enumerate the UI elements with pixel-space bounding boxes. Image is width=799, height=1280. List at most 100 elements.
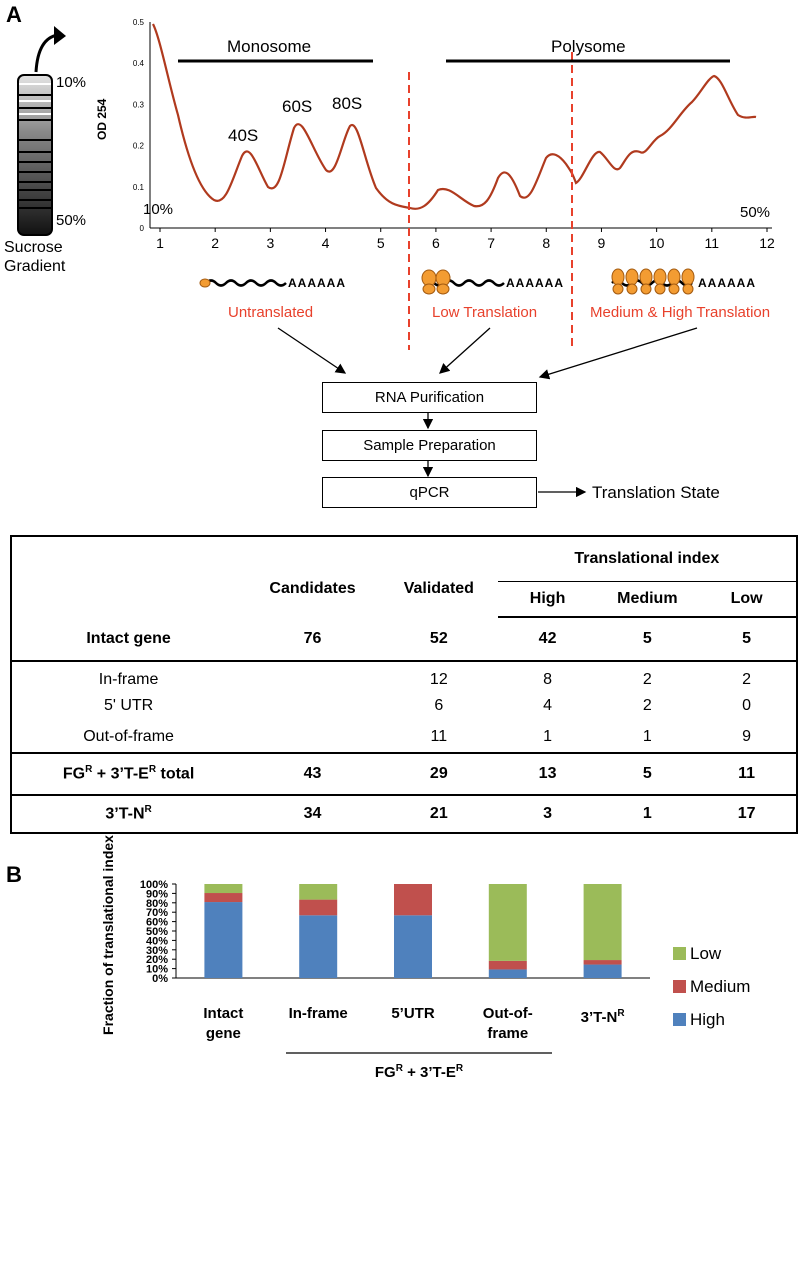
mrna-low-translation-icon [421, 269, 505, 295]
cell-candidates: 34 [303, 805, 322, 822]
profile-x-tick-label: 4 [322, 235, 330, 251]
tube-caption-line1: Sucrose [4, 239, 63, 256]
fraction-untranslated-label: Untranslated [228, 304, 314, 321]
label-sup: R [85, 764, 93, 776]
cell-low: 11 [697, 753, 797, 796]
translational-index-table: Candidates Validated Translational index… [10, 535, 798, 834]
cell-validated: 52 [379, 617, 498, 662]
profile-x-tick-label: 6 [432, 235, 440, 251]
group-label: FGR + 3’T-ER [286, 1063, 552, 1081]
table-row: Out-of-frame 11 1 1 9 [11, 721, 797, 754]
cell-medium: 5 [597, 617, 698, 662]
header-translational-index: Translational index [497, 536, 797, 582]
bar-segment-medium [488, 960, 527, 970]
header-candidates: Candidates [269, 580, 356, 597]
header-medium: Medium [597, 581, 698, 618]
bar-y-tick-label: 30% [146, 945, 168, 957]
profile-y-tick-label: 0.1 [133, 183, 145, 192]
cell-high: 4 [543, 697, 553, 714]
profile-x-tick-label: 9 [598, 235, 606, 251]
bar-segment-low [204, 884, 243, 894]
label-part: 3’T-N [105, 805, 145, 823]
bar-y-tick-label: 100% [140, 879, 168, 891]
bar-y-tick-label: 70% [146, 907, 168, 919]
profile-x-tick-label: 7 [487, 235, 495, 251]
profile-x-tick-label: 3 [266, 235, 274, 251]
bar-category-line: frame [487, 1025, 529, 1042]
bar-category-sup: R [617, 1008, 625, 1019]
legend-label-high: High [690, 1010, 725, 1029]
table-row: In-frame 12 8 2 2 [11, 661, 797, 691]
profile-x-tick-label: 2 [211, 235, 219, 251]
bar-category-label: Out-of-frame [453, 1004, 563, 1044]
row-label: Intact gene [11, 617, 246, 662]
qpcr-box: qPCR [322, 477, 537, 508]
table-row: Intact gene 76 52 42 5 5 [11, 617, 797, 662]
cell-low: 0 [742, 697, 752, 714]
tube-bottom-label: 50% [56, 212, 87, 229]
bar-category-line: Intact [203, 1005, 244, 1022]
cell-medium: 5 [597, 753, 698, 796]
translation-state-label: Translation State [592, 483, 720, 502]
cell-validated: 29 [379, 753, 498, 796]
legend-swatch-low [673, 947, 686, 960]
monosome-label: Monosome [227, 37, 312, 56]
cell-candidates: 76 [245, 617, 380, 662]
cell-validated: 12 [429, 670, 448, 688]
label-sup: R [148, 764, 157, 776]
panel-b-letter: B [6, 862, 22, 887]
cell-candidates: 43 [245, 753, 380, 796]
rna-purification-box: RNA Purification [322, 382, 537, 413]
cell-high: 3 [543, 805, 553, 822]
profile-x-tick-label: 12 [759, 235, 775, 251]
bar-segment-medium [204, 893, 243, 903]
label-part: + 3’T-E [92, 765, 149, 783]
cell-high: 1 [497, 721, 598, 754]
sucrose-tube [17, 26, 66, 236]
bar-segment-high [488, 969, 527, 978]
cell-low: 2 [742, 670, 752, 688]
polya-tail-2: AAAAAA [506, 276, 564, 290]
sample-preparation-box: Sample Preparation [322, 430, 537, 461]
profile-y-tick-label: 0.5 [133, 18, 145, 27]
profile-left-pct: 10% [143, 201, 174, 218]
profile-y-tick-label: 0 [140, 224, 145, 233]
tube-caption: Sucrose Gradient [4, 238, 65, 276]
cell-medium: 1 [597, 721, 698, 754]
polya-tail-3: AAAAAA [698, 276, 756, 290]
bar-category-label: In-frame [263, 1004, 373, 1024]
bar-y-tick-label: 40% [146, 935, 168, 947]
cell-validated: 6 [434, 697, 444, 714]
profile-x-tick-label: 8 [542, 235, 550, 251]
profile-right-pct: 50% [740, 204, 771, 221]
group-label-part: + 3’T-E [402, 1064, 456, 1081]
profile-y-tick-label: 0.4 [133, 59, 145, 68]
label-part: FG [62, 765, 86, 783]
cell-validated: 11 [379, 721, 498, 754]
bar-category-line: In-frame [288, 1005, 348, 1022]
header-low: Low [697, 581, 797, 618]
bar-y-tick-label: 60% [146, 917, 168, 929]
cell-medium: 2 [642, 697, 652, 714]
peak-80s-label: 80S [332, 94, 363, 113]
mrna-icons [199, 268, 695, 295]
bar-segment-low [583, 884, 622, 961]
bar-category-line: 3’T-N [580, 1009, 618, 1026]
cell-medium: 1 [642, 805, 652, 822]
bar-y-tick-label: 0% [152, 973, 168, 985]
polya-tail-1: AAAAAA [288, 276, 346, 290]
group-label-part: FG [374, 1064, 396, 1081]
row-label: In-frame [98, 670, 159, 688]
bar-segment-high [299, 915, 338, 978]
label-part: total [156, 765, 195, 783]
fraction-high-label: Medium & High Translation [590, 304, 771, 321]
legend-swatch-medium [673, 980, 686, 993]
row-label: 5' UTR [103, 697, 154, 714]
panel-a-letter: A [6, 2, 22, 27]
profile-x-tick-label: 11 [705, 235, 720, 251]
row-label: 3’T-NR [11, 795, 245, 833]
bar-category-line: 5’UTR [391, 1005, 435, 1022]
profile-y-tick-label: 0.2 [133, 142, 145, 151]
row-label: FGR + 3’T-ER total [11, 753, 246, 796]
